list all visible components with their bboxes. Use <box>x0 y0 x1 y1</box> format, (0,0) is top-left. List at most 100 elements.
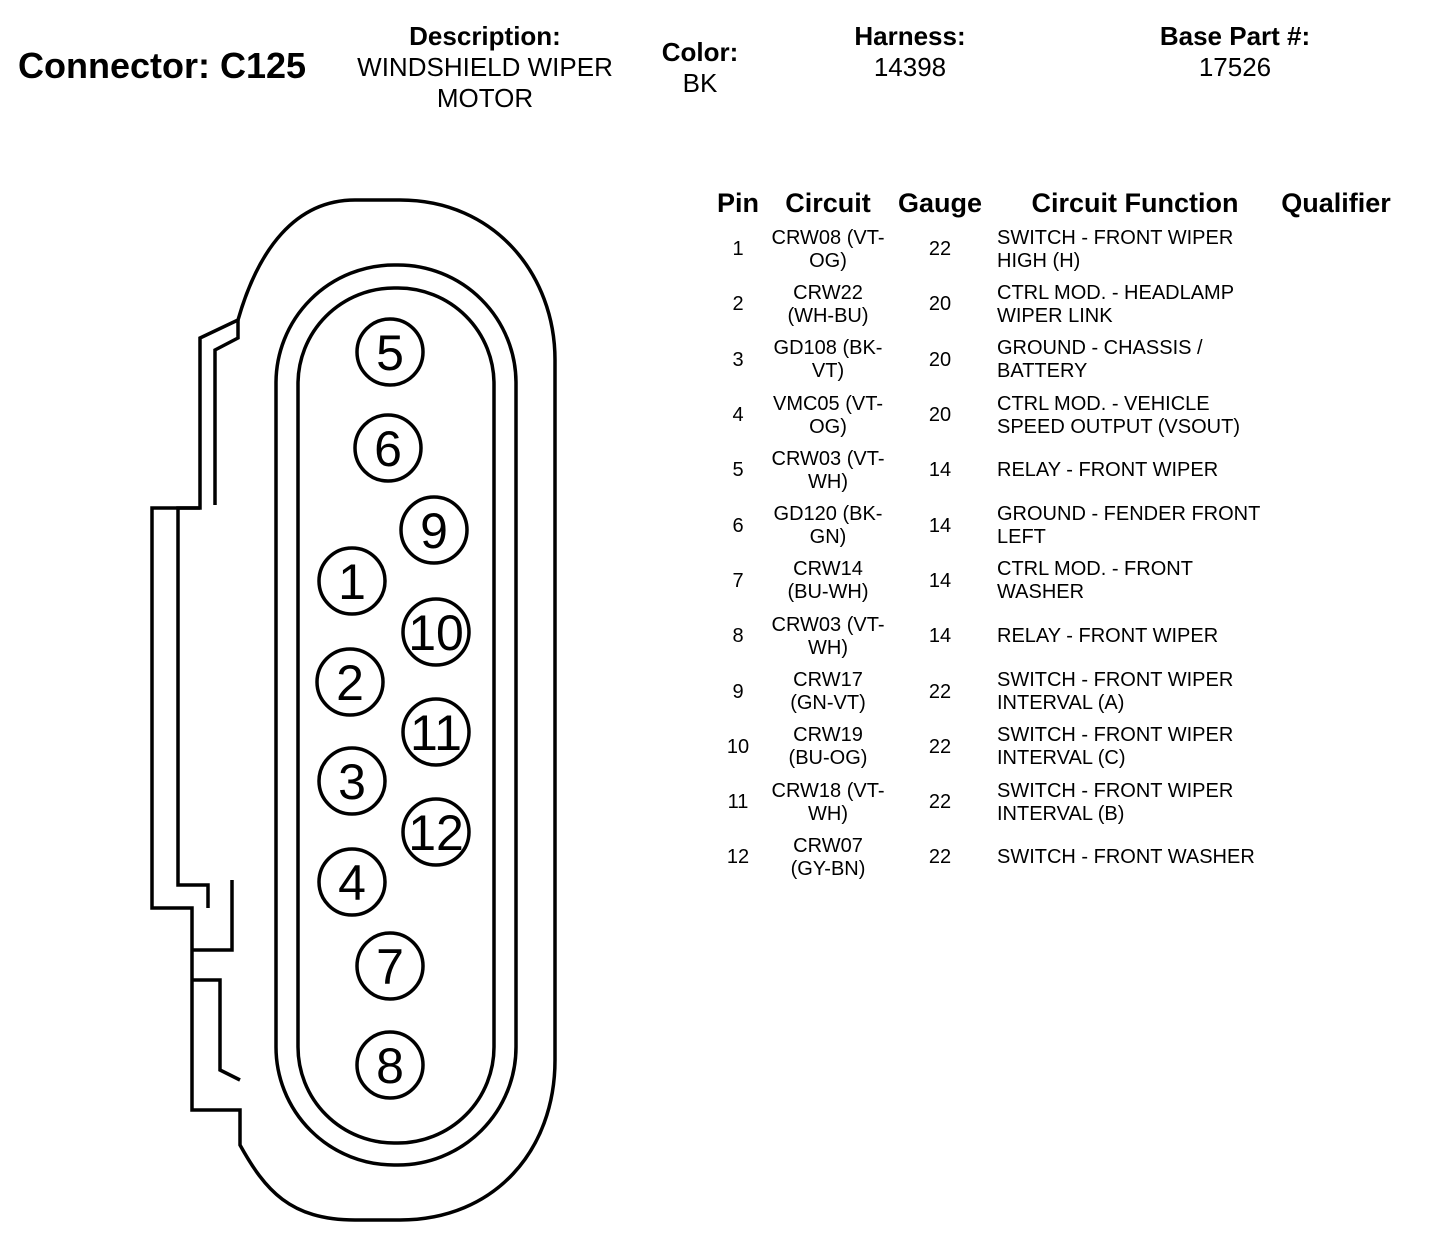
circuit-function-cell-text: RELAY - FRONT WIPER <box>997 625 1219 648</box>
base-part-block: Base Part #: 17526 <box>1130 20 1340 83</box>
gauge-cell: 20 <box>886 333 994 388</box>
pin-cell-text: 3 <box>732 348 744 371</box>
qualifier-cell <box>1276 720 1396 775</box>
gauge-cell-text: 14 <box>928 459 952 482</box>
circuit-cell: CRW07(GY-BN) <box>770 830 886 885</box>
circuit-function-cell: SWITCH - FRONT WASHER <box>994 830 1276 885</box>
table-header-row: Pin Circuit Gauge Circuit Function Quali… <box>706 184 1396 222</box>
circuit-cell-text: GN) <box>809 526 847 549</box>
column-header-circuit: Circuit <box>785 188 871 218</box>
circuit-function-cell-text: GROUND - FENDER FRONT <box>997 503 1261 526</box>
pin-cell-text: 9 <box>732 680 744 703</box>
pin-cavity-label: 9 <box>420 503 448 559</box>
pin-cavity-circle <box>401 597 471 667</box>
pin-cell-text: 1 <box>732 238 744 261</box>
pin-cavity-label: 10 <box>408 605 464 661</box>
circuit-cell: CRW08 (VT-OG) <box>770 222 886 277</box>
description-block: Description: WINDSHIELD WIPER MOTOR <box>340 20 630 114</box>
connector-outer-housing <box>150 198 557 1222</box>
circuit-cell-text: (WH-BU) <box>787 304 869 327</box>
gauge-cell-text: 22 <box>928 846 952 869</box>
harness-block: Harness: 14398 <box>830 20 990 83</box>
harness-value: 14398 <box>873 52 947 82</box>
gauge-cell-text: 22 <box>928 791 952 814</box>
gauge-cell: 20 <box>886 277 994 332</box>
circuit-cell-text: GD108 (BK- <box>773 337 883 360</box>
pin-cell: 11 <box>706 775 770 830</box>
pin-cavity-circle <box>355 317 425 387</box>
pin-cavity-label: 2 <box>336 655 364 711</box>
gauge-cell: 22 <box>886 664 994 719</box>
qualifier-cell <box>1276 222 1396 277</box>
circuit-cell-text: WH) <box>808 636 848 659</box>
pin-cell: 6 <box>706 498 770 553</box>
base-part-label: Base Part #: <box>1159 21 1311 51</box>
gauge-cell: 22 <box>886 830 994 885</box>
circuit-function-cell-text: WASHER <box>997 581 1085 604</box>
pin-cavity-circle <box>401 797 471 867</box>
qualifier-cell <box>1276 333 1396 388</box>
pin-cell: 8 <box>706 609 770 664</box>
circuit-cell-text: OG) <box>809 415 847 438</box>
qualifier-cell <box>1276 443 1396 498</box>
color-label: Color: <box>661 37 739 67</box>
pin-cell: 3 <box>706 333 770 388</box>
circuit-cell-text: CRW03 (VT- <box>771 613 885 636</box>
description-label: Description: <box>409 21 561 51</box>
table-row: 8 CRW03 (VT-WH) 14 RELAY - FRONT WIPER <box>706 609 1396 664</box>
gauge-cell-text: 22 <box>928 238 952 261</box>
circuit-cell-text: VT) <box>811 360 845 383</box>
pin-cavity-circle <box>315 647 385 717</box>
pin-cavity-circle <box>355 931 425 1001</box>
qualifier-cell <box>1276 388 1396 443</box>
pin-cavity-circle <box>317 847 387 917</box>
circuit-cell-text: CRW17 <box>793 669 863 692</box>
description-value-line1: WINDSHIELD WIPER <box>357 52 613 82</box>
pin-cell-text: 2 <box>732 293 744 316</box>
qualifier-cell <box>1276 609 1396 664</box>
pin-cavity-circle <box>399 495 469 565</box>
column-header-pin: Pin <box>716 188 759 218</box>
gauge-cell-text: 14 <box>928 625 952 648</box>
gauge-cell-text: 20 <box>928 293 952 316</box>
circuit-cell-text: (BU-WH) <box>787 581 869 604</box>
circuit-cell: GD120 (BK-GN) <box>770 498 886 553</box>
gauge-cell-text: 14 <box>928 514 952 537</box>
circuit-function-cell-text: SWITCH - FRONT WIPER <box>997 669 1234 692</box>
pin-cavity-label: 7 <box>376 939 404 995</box>
qualifier-cell <box>1276 664 1396 719</box>
circuit-cell: CRW18 (VT-WH) <box>770 775 886 830</box>
pin-cavity-circle <box>317 546 387 616</box>
pin-cavity-circle <box>355 1030 425 1100</box>
pin-cavity-circle <box>317 746 387 816</box>
pin-cell-text: 8 <box>732 625 744 648</box>
qualifier-cell <box>1276 277 1396 332</box>
gauge-cell: 14 <box>886 498 994 553</box>
column-header-qualifier: Qualifier <box>1281 188 1391 218</box>
pin-cavity-label: 8 <box>376 1038 404 1094</box>
circuit-cell-text: GD120 (BK- <box>773 503 883 526</box>
circuit-cell: CRW22(WH-BU) <box>770 277 886 332</box>
gauge-cell-text: 20 <box>928 404 952 427</box>
circuit-function-cell-text: CTRL MOD. - FRONT <box>997 558 1193 581</box>
column-header-circuit-function: Circuit Function <box>1031 188 1239 218</box>
gauge-cell: 14 <box>886 609 994 664</box>
circuit-function-cell-text: SWITCH - FRONT WIPER <box>997 226 1234 249</box>
pin-cell: 2 <box>706 277 770 332</box>
color-value: BK <box>682 68 718 98</box>
circuit-function-cell: RELAY - FRONT WIPER <box>994 443 1276 498</box>
